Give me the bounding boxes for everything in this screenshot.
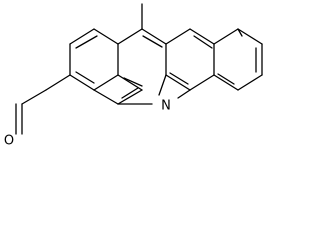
bond-left-4-inner — [75, 71, 95, 84]
bond-right-5-inner — [169, 72, 189, 85]
bond-far-2 — [237, 28, 263, 45]
bond-layer — [15, 3, 263, 135]
bond-far-5 — [213, 74, 239, 91]
bond-right-4 — [189, 74, 215, 91]
bond-right-5 — [165, 74, 191, 91]
bond-far-1-inner — [237, 28, 243, 37]
bond-right-1 — [165, 28, 191, 45]
bond-aldehyde-1 — [45, 74, 71, 91]
oxygen-atom-label: O — [4, 134, 14, 149]
molecule-diagram: N O — [4, 3, 263, 149]
bond-c9-c10a — [141, 28, 167, 45]
bond-far-1 — [213, 28, 239, 45]
bond-far-4 — [237, 74, 263, 91]
bond-left-4 — [69, 74, 95, 91]
bond-left-7-inner — [121, 87, 139, 99]
bond-c4a-n-inner — [123, 77, 143, 87]
bond-right-2 — [189, 28, 215, 45]
bond-left-6 — [93, 89, 119, 105]
bond-c9-c9a — [117, 28, 143, 45]
bond-far-5-inner — [217, 73, 235, 85]
bond-left-1 — [93, 28, 119, 45]
bond-c11a-n — [158, 74, 167, 96]
bond-left-2-inner — [75, 35, 98, 49]
bond-left-5 — [93, 74, 119, 91]
bond-right-to-n — [177, 89, 191, 99]
bond-left-2 — [69, 28, 95, 45]
bond-c9-c10a-inner — [142, 35, 163, 48]
bond-aldehyde-2 — [21, 89, 47, 105]
nitrogen-atom-label: N — [161, 99, 171, 114]
bond-left-7 — [117, 89, 143, 105]
bond-right-2-inner — [193, 35, 213, 49]
